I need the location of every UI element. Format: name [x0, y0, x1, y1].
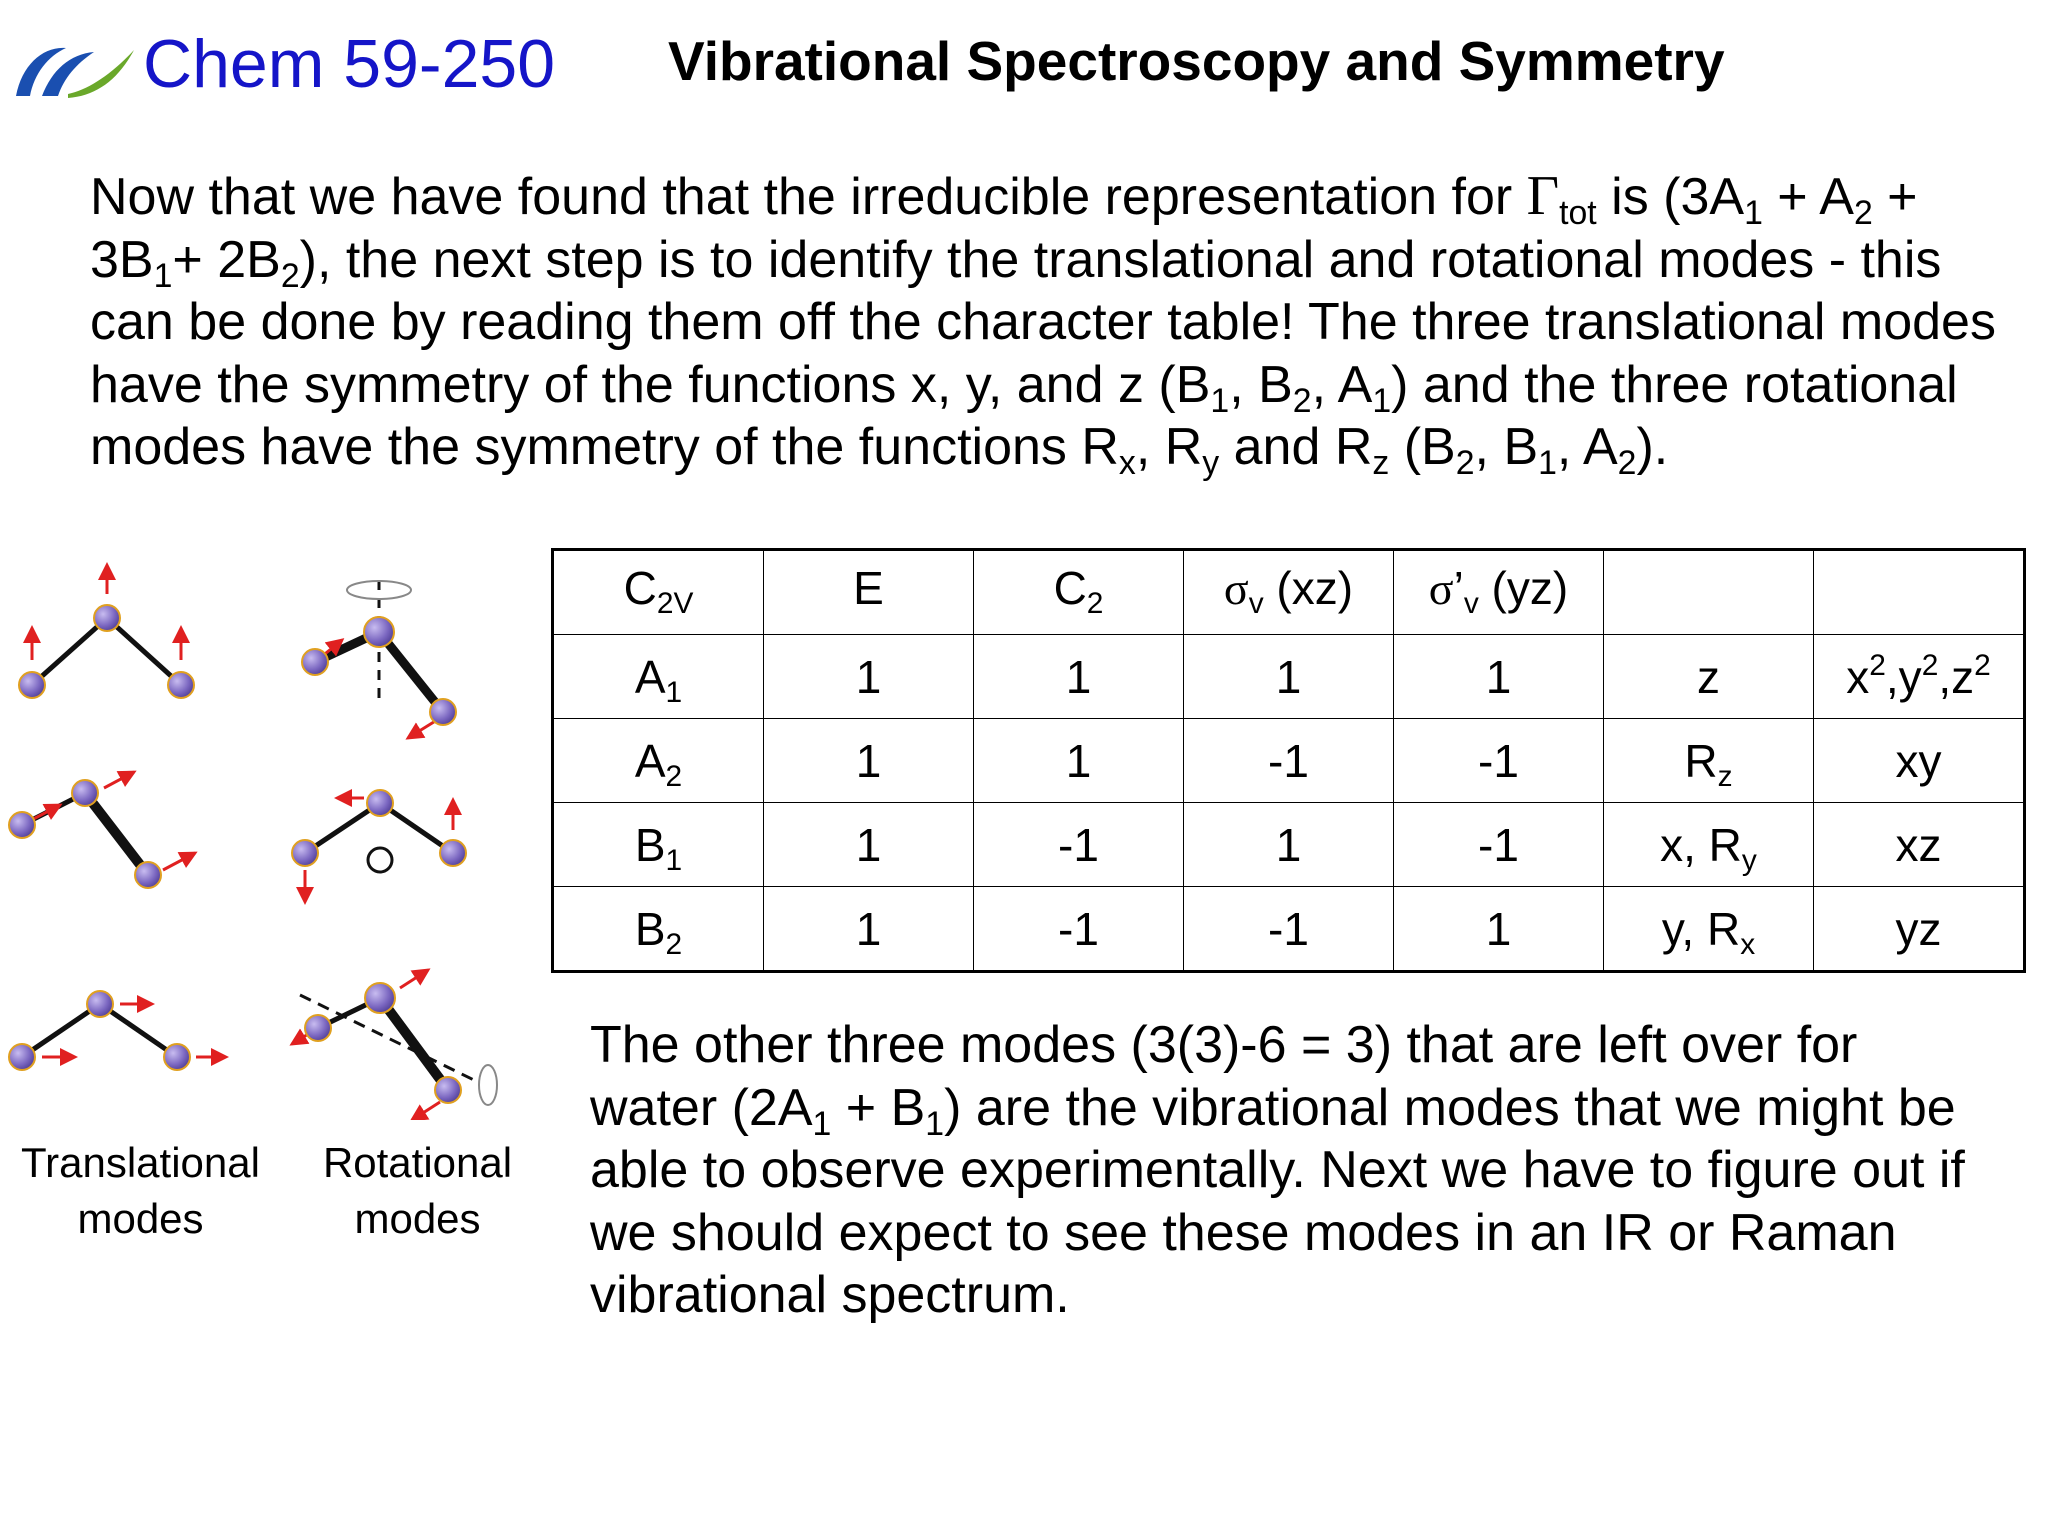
outro-paragraph: The other three modes (3(3)-6 = 3) that …	[590, 1014, 1965, 1327]
character-cell: 1	[973, 718, 1184, 803]
table-header-row: C2V E C2 σv (xz) σ’v (yz)	[552, 549, 2025, 635]
intro-line: Now that we have found that the irreduci…	[90, 165, 1918, 233]
irrep-cell: B2	[552, 886, 764, 972]
point-group-cell: C2V	[552, 549, 764, 635]
character-cell: -1	[1183, 886, 1394, 972]
rotation-x-diagram	[289, 968, 498, 1120]
translation-z-diagram	[18, 562, 195, 699]
rotational-caption: Rotational modes	[305, 1135, 530, 1247]
header-cell	[1603, 549, 1814, 635]
rotation-y-diagram	[291, 789, 467, 905]
outro-line: The other three modes (3(3)-6 = 3) that …	[590, 1016, 1858, 1074]
outro-line: we should expect to see these modes in a…	[590, 1203, 1897, 1262]
character-cell: 1	[1183, 802, 1394, 887]
table-row: B1 1 -1 1 -1 x, Ry xz	[552, 802, 2025, 887]
character-cell: 1	[1393, 634, 1604, 719]
character-cell: 1	[763, 634, 974, 719]
outro-line: able to observe experimentally. Next we …	[590, 1141, 1965, 1199]
character-cell: -1	[1393, 802, 1604, 887]
quadratic-function-cell: yz	[1813, 886, 2025, 972]
caption-line: Rotational	[322, 1139, 513, 1186]
character-cell: -1	[1183, 718, 1394, 803]
header-cell: C2	[973, 549, 1184, 635]
character-cell: 1	[1393, 886, 1604, 972]
university-logo	[16, 47, 134, 98]
character-cell: 1	[763, 886, 974, 972]
slide-title: Vibrational Spectroscopy and Symmetry	[668, 30, 1725, 92]
character-cell: -1	[973, 802, 1184, 887]
character-cell: 1	[763, 718, 974, 803]
caption-line: modes	[77, 1195, 204, 1242]
header-cell: E	[763, 549, 974, 635]
header-cell: σv (xz)	[1183, 549, 1394, 635]
caption-line: modes	[354, 1195, 481, 1242]
outro-line: vibrational spectrum.	[590, 1266, 1070, 1324]
irrep-cell: B1	[552, 802, 764, 887]
intro-line: have the symmetry of the functions x, y,…	[90, 355, 1958, 420]
table-row: A1 1 1 1 1 z x2,y2,z2	[552, 634, 2025, 719]
header-cell: σ’v (yz)	[1393, 549, 1604, 635]
character-cell: 1	[973, 634, 1184, 719]
irrep-cell: A2	[552, 718, 764, 803]
character-table: C2V E C2 σv (xz) σ’v (yz) A1 1 1 1 1 z x…	[551, 548, 2026, 973]
linear-function-cell: z	[1603, 634, 1814, 719]
intro-line: can be done by reading them off the char…	[90, 293, 1996, 351]
character-cell: 1	[763, 802, 974, 887]
quadratic-function-cell: xz	[1813, 802, 2025, 887]
table-row: B2 1 -1 -1 1 y, Rx yz	[552, 886, 2025, 972]
intro-paragraph: Now that we have found that the irreduci…	[90, 165, 1996, 483]
rotation-z-diagram	[301, 580, 457, 740]
header-cell	[1813, 549, 2025, 635]
quadratic-function-cell: xy	[1813, 718, 2025, 803]
linear-function-cell: x, Ry	[1603, 802, 1814, 887]
translation-y-diagram	[8, 990, 229, 1071]
mode-diagrams	[8, 562, 498, 1120]
character-cell: 1	[1183, 634, 1394, 719]
irrep-cell: A1	[552, 634, 764, 719]
translation-x-diagram	[8, 770, 198, 889]
intro-line: 3B1+ 2B2), the next step is to identify …	[90, 230, 1942, 295]
linear-function-cell: y, Rx	[1603, 886, 1814, 972]
character-cell: -1	[973, 886, 1184, 972]
linear-function-cell: Rz	[1603, 718, 1814, 803]
course-code: Chem 59-250	[143, 26, 556, 102]
table-row: A2 1 1 -1 -1 Rz xy	[552, 718, 2025, 803]
intro-line: modes have the symmetry of the functions…	[90, 418, 1669, 483]
translational-caption: Translational modes	[8, 1135, 273, 1247]
quadratic-function-cell: x2,y2,z2	[1813, 634, 2025, 719]
outro-line: water (2A1 + B1) are the vibrational mod…	[590, 1078, 1956, 1143]
character-cell: -1	[1393, 718, 1604, 803]
caption-line: Translational	[21, 1139, 260, 1186]
